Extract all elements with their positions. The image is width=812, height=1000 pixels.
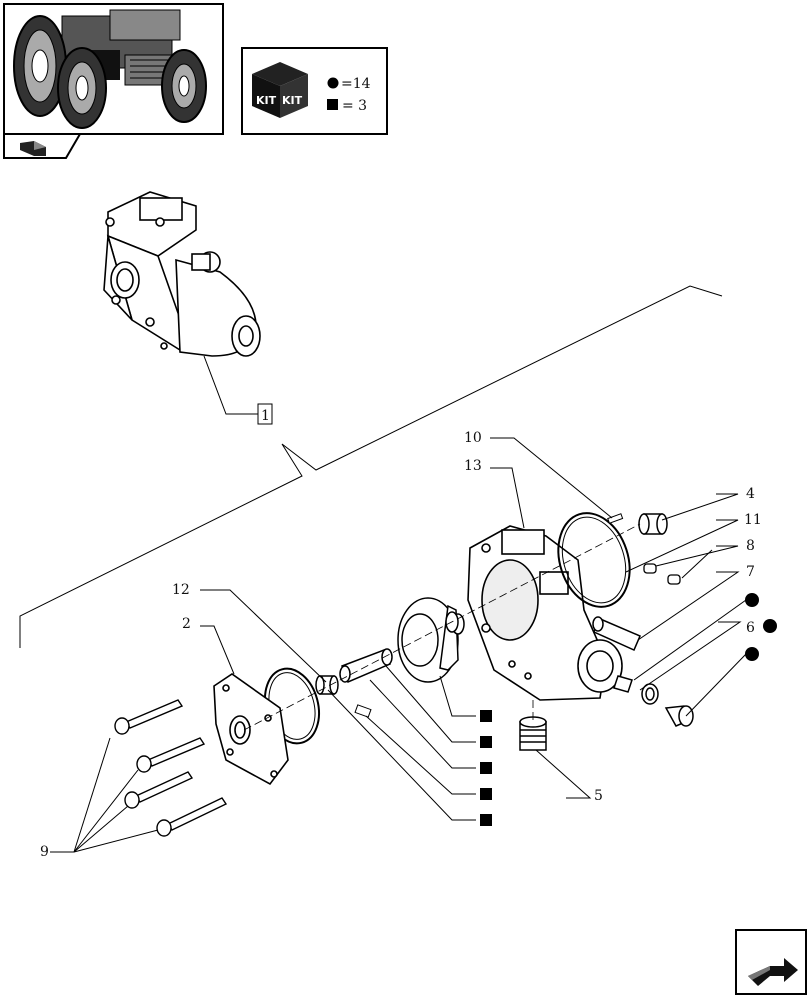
svg-text:KIT: KIT — [282, 94, 303, 107]
plug-8 — [643, 563, 681, 585]
key — [354, 704, 372, 718]
kit-legend-box: KIT KIT =14 = 3 — [241, 47, 388, 135]
pump-assembly-overview — [103, 191, 261, 357]
leader-line-1 — [203, 355, 258, 415]
kit-square-symbol — [327, 99, 338, 110]
plug-5 — [519, 716, 547, 751]
svg-text:KIT: KIT — [256, 94, 277, 107]
axis-lines — [243, 523, 641, 731]
gear-pair — [397, 597, 459, 683]
bush-small — [445, 611, 465, 635]
kit-circle-count: =14 — [341, 76, 371, 92]
callout-8[interactable]: 8 — [746, 538, 755, 554]
tractor-thumbnail-icon[interactable] — [3, 3, 224, 159]
pump-body — [467, 525, 623, 701]
drive-shaft — [339, 648, 393, 683]
valve-7 — [592, 616, 641, 651]
kit-circle-markers — [745, 593, 777, 661]
callout-12[interactable]: 12 — [172, 582, 190, 598]
section-break-line — [19, 285, 723, 648]
callout-7[interactable]: 7 — [746, 564, 755, 580]
callout-4[interactable]: 4 — [746, 486, 755, 502]
cover-2 — [213, 673, 289, 786]
kit-square-count: = 3 — [342, 98, 367, 114]
kit-square-markers — [480, 710, 492, 826]
bush-4 — [638, 513, 668, 535]
callout-9[interactable]: 9 — [40, 844, 49, 860]
pin-10 — [607, 513, 624, 524]
svg-text:1: 1 — [261, 408, 270, 424]
callout-6[interactable]: 6 — [746, 620, 755, 636]
callout-10[interactable]: 10 — [464, 430, 482, 446]
screws-9 — [114, 699, 228, 837]
bush-front — [315, 675, 339, 695]
kit-circle-symbol — [327, 77, 339, 89]
reference-box-1[interactable]: 1 — [257, 403, 273, 425]
o-ring-11 — [557, 512, 631, 608]
callout-13[interactable]: 13 — [464, 458, 482, 474]
callout-2[interactable]: 2 — [182, 616, 191, 632]
section-arrow-icon[interactable] — [20, 141, 46, 156]
callout-5[interactable]: 5 — [594, 788, 603, 804]
callout-11[interactable]: 11 — [744, 512, 762, 528]
kit-box-icon: KIT KIT — [252, 62, 308, 118]
callout-leaders — [50, 437, 747, 853]
spring-seat-6 — [613, 675, 694, 727]
next-page-arrow-icon[interactable] — [735, 929, 807, 995]
